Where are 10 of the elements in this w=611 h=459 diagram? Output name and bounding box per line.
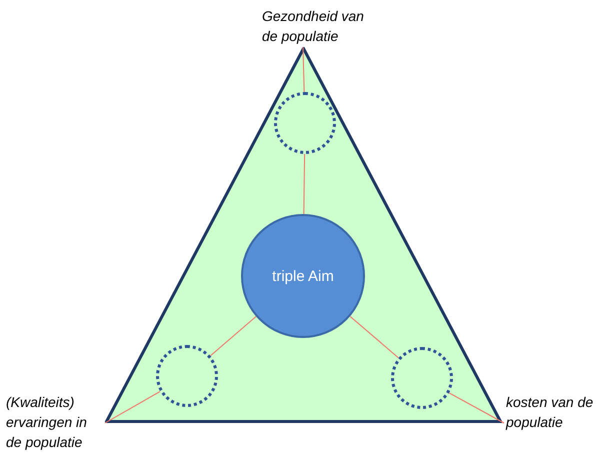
dotted-circle <box>391 347 453 409</box>
dotted-circle <box>156 345 218 407</box>
corner-label: Gezondheid van de populatie <box>262 6 380 46</box>
connector-line <box>350 316 399 358</box>
connector-line <box>303 154 306 214</box>
connector-line <box>210 316 257 356</box>
dotted-circle <box>274 92 336 154</box>
corner-label: (Kwaliteits) ervaringen in de populatie <box>6 392 105 454</box>
triangle <box>105 47 502 423</box>
corner-label: kosten van de populatie <box>506 392 602 436</box>
